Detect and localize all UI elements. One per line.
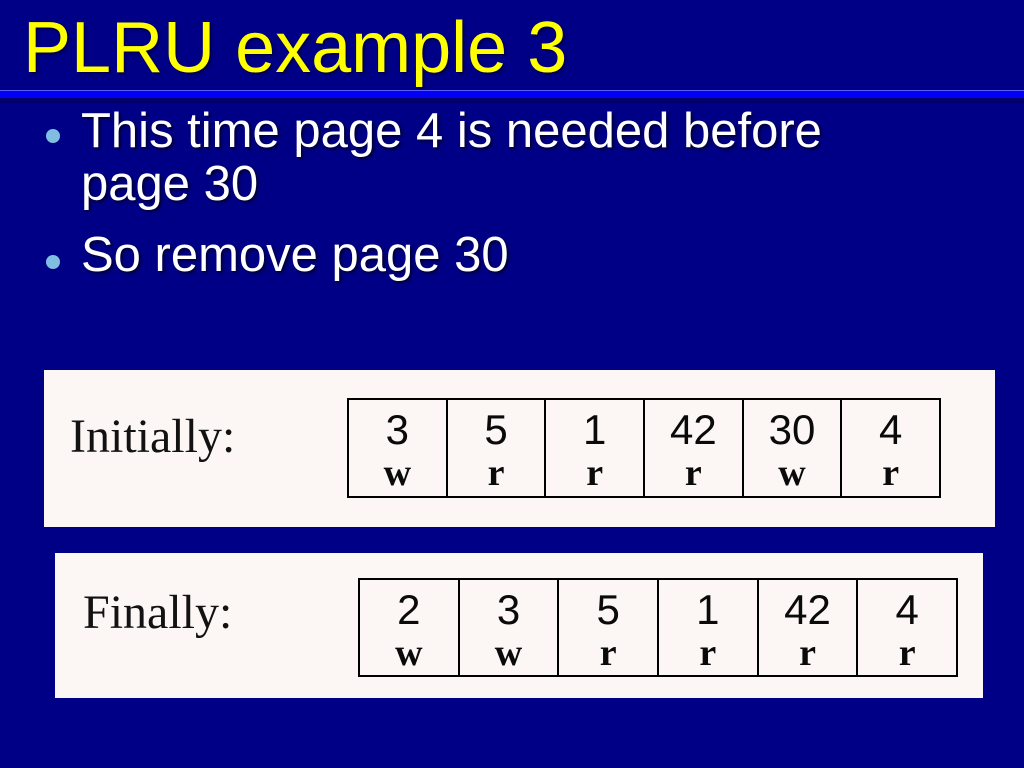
page-number: 5 <box>596 585 620 633</box>
access-type: r <box>898 631 916 674</box>
cache-cell: 2 w <box>360 580 458 675</box>
cache-cell: 42 r <box>643 400 742 496</box>
bullet-dot-icon <box>46 255 60 269</box>
title-divider <box>0 90 1024 98</box>
access-type: r <box>699 631 717 674</box>
cache-cell: 30 w <box>741 400 841 496</box>
bullet-item: So remove page 30 <box>81 229 509 282</box>
cache-cell: 5 r <box>445 400 545 496</box>
cache-table-initially: 3 w 5 r 1 r 42 r 30 w 4 r <box>347 398 941 498</box>
bullet-line: So remove page 30 <box>81 228 509 282</box>
page-number: 30 <box>768 406 816 453</box>
bullet-dot-icon <box>46 129 60 143</box>
slide-title: PLRU example 3 <box>23 8 568 88</box>
panel-label: Initially: <box>70 410 236 463</box>
cache-cell: 3 w <box>457 580 558 675</box>
page-number: 4 <box>879 406 903 453</box>
page-number: 4 <box>895 585 919 633</box>
page-number: 2 <box>397 585 421 633</box>
page-number: 42 <box>669 406 717 453</box>
page-number: 42 <box>784 585 831 633</box>
panel-finally: Finally: 2 w 3 w 5 r 1 r 42 r 4 r <box>55 553 983 698</box>
access-type: w <box>395 631 423 674</box>
panel-initially: Initially: 3 w 5 r 1 r 42 r 30 w 4 r <box>44 370 995 527</box>
access-type: r <box>684 452 702 494</box>
page-number: 1 <box>696 585 720 633</box>
access-type: r <box>487 452 505 494</box>
cache-cell: 42 r <box>756 580 857 675</box>
access-type: w <box>778 452 806 494</box>
cache-cell: 3 w <box>349 400 446 496</box>
cache-cell: 4 r <box>840 400 939 496</box>
page-number: 5 <box>484 406 508 453</box>
panel-label: Finally: <box>83 586 233 639</box>
access-type: r <box>882 452 900 494</box>
cache-cell: 1 r <box>657 580 757 675</box>
cache-cell: 1 r <box>544 400 643 496</box>
page-number: 1 <box>583 406 607 453</box>
access-type: r <box>599 631 617 674</box>
bullet-line: This time page 4 is needed before <box>81 104 822 158</box>
access-type: w <box>383 452 412 494</box>
page-number: 3 <box>385 406 410 453</box>
bullet-item: This time page 4 is needed before page 3… <box>81 105 822 211</box>
cache-cell: 5 r <box>557 580 657 675</box>
cache-table-finally: 2 w 3 w 5 r 1 r 42 r 4 r <box>358 578 958 677</box>
cache-cell: 4 r <box>856 580 956 675</box>
bullet-line: page 30 <box>81 157 259 211</box>
access-type: r <box>799 631 816 674</box>
access-type: r <box>586 452 604 494</box>
page-number: 3 <box>496 585 521 633</box>
access-type: w <box>494 631 523 674</box>
